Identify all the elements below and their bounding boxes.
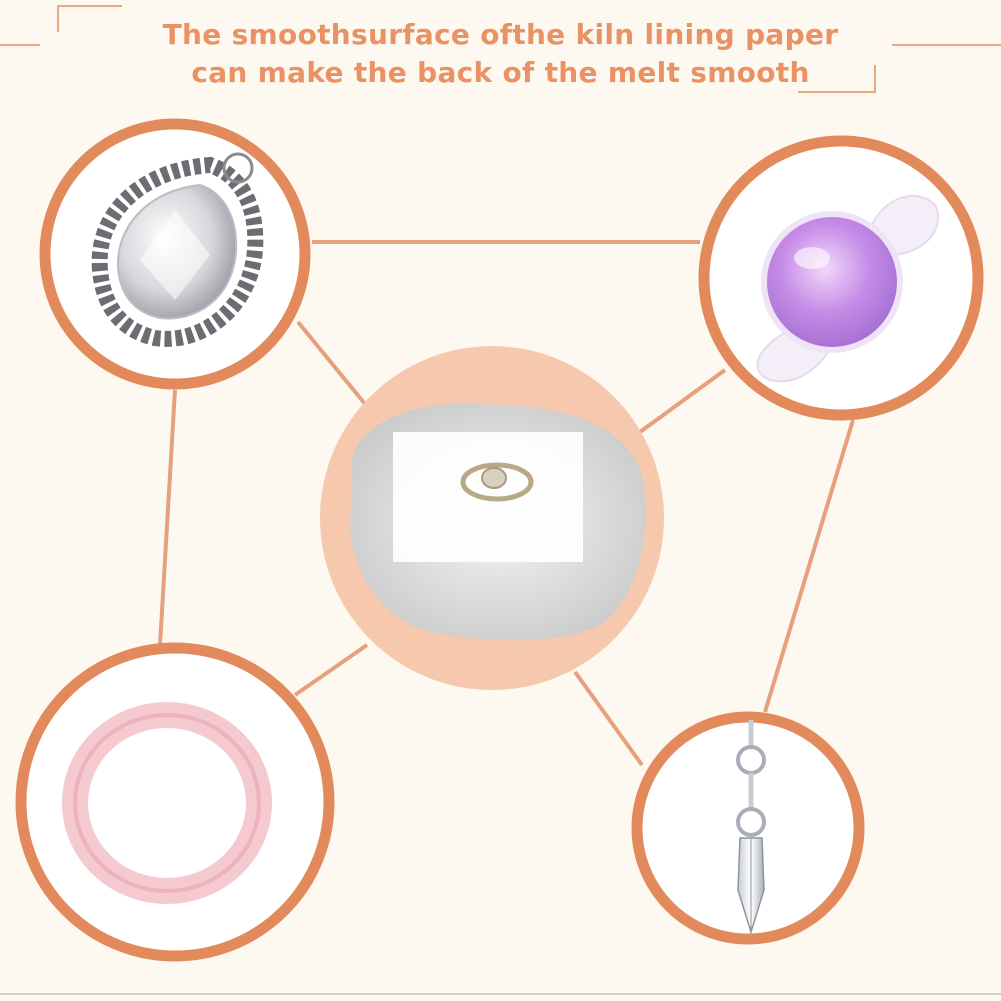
circle-candy-bead [698,135,984,421]
ring-icon [460,462,534,502]
circle-pink-ring [15,642,335,962]
rhinestone-border [91,156,264,347]
header-frame [0,5,1001,93]
headline: The smoothsurface ofthe kiln lining pape… [0,16,1001,92]
circle-prism-pendant [631,711,865,945]
circle-teardrop-pendant [39,118,311,390]
headline-line-2: can make the back of the melt smooth [191,56,810,89]
center-item [320,346,664,690]
connector-lines [158,240,855,767]
headline-line-1: The smoothsurface ofthe kiln lining pape… [162,18,839,51]
candy-bead-icon [761,211,903,353]
